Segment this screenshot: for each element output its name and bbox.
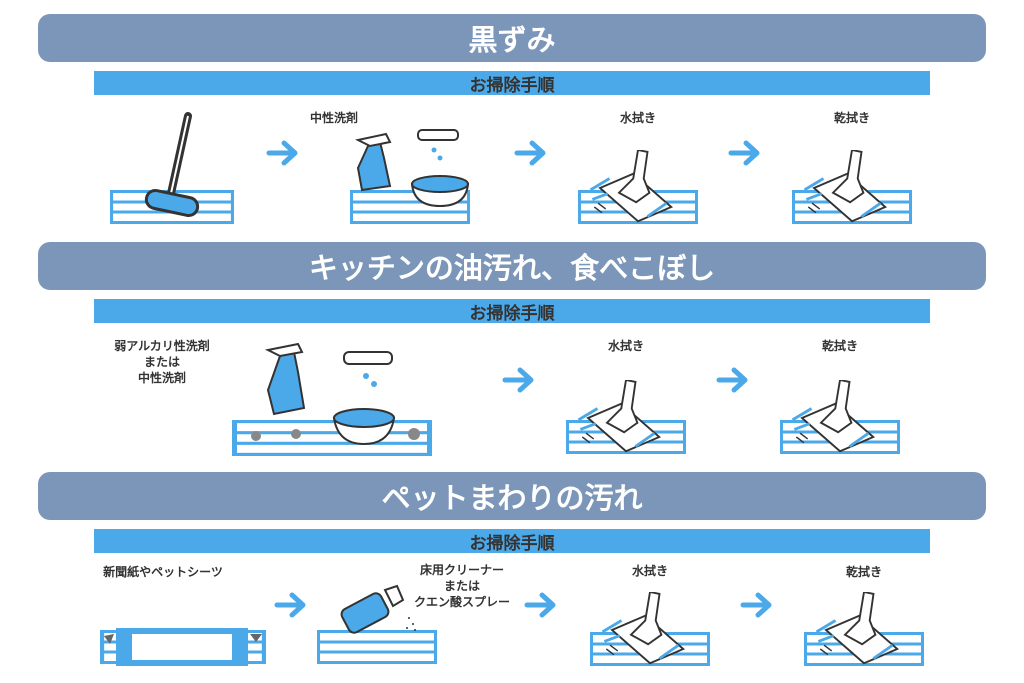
step-label: 弱アルカリ性洗剤 または 中性洗剤 <box>114 338 210 386</box>
section-title-kitchen: キッチンの油汚れ、食べこぼし <box>38 242 986 290</box>
arrow-right-icon <box>274 590 308 620</box>
mop-floor-illustration <box>110 112 234 224</box>
step-label: 水拭き <box>607 339 645 353</box>
dry-wipe-illustration <box>804 592 924 666</box>
step-label: 乾拭き <box>833 111 871 125</box>
dry-wipe-illustration <box>780 380 900 454</box>
arrow-right-icon <box>266 138 300 168</box>
dry-wipe-illustration <box>792 150 912 224</box>
wet-wipe-illustration <box>590 592 710 666</box>
arrow-right-icon <box>502 365 536 395</box>
label-line: または <box>443 579 481 593</box>
label-line: 床用クリーナー <box>419 563 505 577</box>
wet-wipe-illustration <box>566 380 686 454</box>
step-label: 中性洗剤 <box>309 111 359 125</box>
wet-wipe-illustration <box>578 150 698 224</box>
detergent-bucket-illustration <box>232 342 436 458</box>
label-line: または <box>143 355 180 369</box>
arrow-right-icon <box>740 590 774 620</box>
spray-floor-illustration <box>317 584 437 664</box>
step-label: 新聞紙やペットシーツ <box>103 565 223 579</box>
section-title-pet: ペットまわりの汚れ <box>38 472 986 520</box>
step-label: 乾拭き <box>845 565 883 579</box>
detergent-bucket-illustration <box>350 129 470 224</box>
cleaning-steps-bar: お掃除手順 <box>94 71 930 96</box>
arrow-right-icon <box>514 138 548 168</box>
label-line: 中性洗剤 <box>137 371 186 385</box>
step-label: 水拭き <box>619 111 657 125</box>
arrow-right-icon <box>524 590 558 620</box>
cleaning-steps-bar: お掃除手順 <box>94 299 930 324</box>
pet-sheet-illustration <box>100 628 266 666</box>
step-label: 乾拭き <box>821 339 859 353</box>
cleaning-steps-bar: お掃除手順 <box>94 529 930 554</box>
section-title-kurozumi: 黒ずみ <box>38 14 986 62</box>
step-label: 水拭き <box>631 564 669 578</box>
arrow-right-icon <box>716 365 750 395</box>
label-line: 弱アルカリ性洗剤 <box>114 339 210 353</box>
arrow-right-icon <box>728 138 762 168</box>
step-label: 床用クリーナー または クエン酸スプレー <box>414 562 510 610</box>
label-line: クエン酸スプレー <box>413 595 511 609</box>
